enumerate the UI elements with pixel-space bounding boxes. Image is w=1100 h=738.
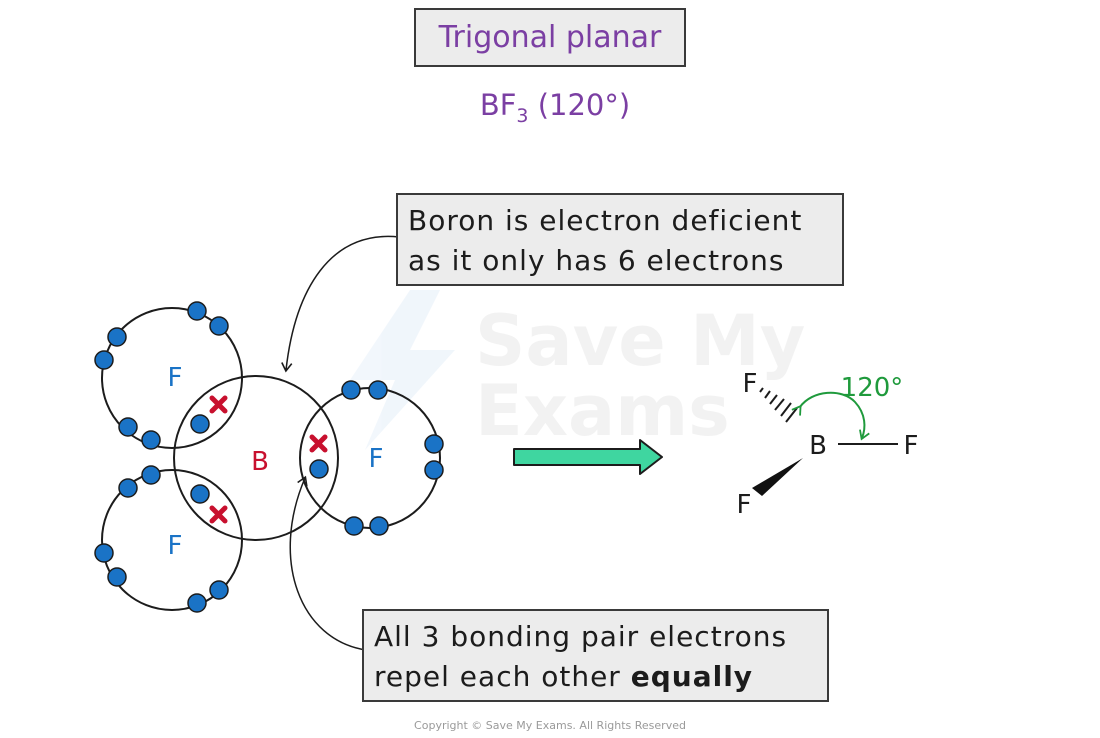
electron-dot xyxy=(424,434,444,454)
structure-atom-top: F xyxy=(743,369,758,399)
fluorine-label-bottom: F xyxy=(168,531,183,561)
electron-dot xyxy=(141,465,161,485)
structure-atom-bottom: F xyxy=(737,490,752,520)
electron-dot xyxy=(107,327,127,347)
watermark-line2: Exams xyxy=(475,370,730,452)
boron-label: B xyxy=(251,447,269,477)
bf3-structure xyxy=(752,387,898,496)
fluorine-label-right: F xyxy=(369,444,384,474)
callout-bottom-line2-prefix: repel each other xyxy=(374,660,631,693)
electron-dot xyxy=(141,430,161,450)
callout-top-line1: Boron is electron deficient xyxy=(408,204,803,237)
formula-subscript: 3 xyxy=(516,104,529,127)
angle-arrow xyxy=(791,391,870,441)
electron-dot xyxy=(309,459,329,479)
cross-icon xyxy=(209,505,228,524)
formula: BF3 (120°) xyxy=(470,88,640,127)
electron-dot xyxy=(190,484,210,504)
electron-dot xyxy=(368,380,388,400)
reaction-arrow xyxy=(513,439,663,475)
title-box: Trigonal planar xyxy=(414,8,686,67)
electron-dot xyxy=(341,380,361,400)
cross-icon xyxy=(309,434,328,453)
callout-bottom-pointer xyxy=(289,475,373,654)
page-title: Trigonal planar xyxy=(438,20,662,55)
solid-wedge-bond xyxy=(752,458,803,496)
copyright-notice: Copyright © Save My Exams. All Rights Re… xyxy=(414,719,686,732)
boron-crosses xyxy=(209,395,328,524)
cross-icon xyxy=(209,395,228,414)
callout-bottom-emphasis: equally xyxy=(630,660,754,693)
fluorine-shell-bottom xyxy=(101,469,243,611)
watermark: Save My Exams xyxy=(350,290,805,452)
electron-dot xyxy=(424,460,444,480)
electron-dot xyxy=(344,516,364,536)
watermark-line1: Save My xyxy=(475,300,805,382)
fluorine-label-top: F xyxy=(168,363,183,393)
callout-top-line2: as it only has 6 electrons xyxy=(408,244,785,277)
formula-main: BF xyxy=(479,88,517,122)
electron-dots xyxy=(94,301,444,613)
electron-dot xyxy=(107,567,127,587)
electron-dot xyxy=(187,301,207,321)
electron-dot xyxy=(187,593,207,613)
electron-dot xyxy=(118,478,138,498)
callout-bottom: All 3 bonding pair electrons repel each … xyxy=(362,609,829,702)
electron-dot xyxy=(118,417,138,437)
hashed-wedge-bond xyxy=(759,387,798,423)
electron-dot xyxy=(190,414,210,434)
electron-dot xyxy=(209,316,229,336)
structure-angle-label: 120° xyxy=(841,373,904,403)
fluorine-shell-top xyxy=(101,307,243,449)
electron-dot xyxy=(94,350,114,370)
electron-dot xyxy=(369,516,389,536)
electron-dot xyxy=(209,580,229,600)
electron-dot xyxy=(94,543,114,563)
formula-angle: (120°) xyxy=(537,88,631,122)
callout-bottom-line1: All 3 bonding pair electrons xyxy=(374,620,788,653)
callout-top: Boron is electron deficient as it only h… xyxy=(396,193,844,286)
boron-shell xyxy=(173,375,339,541)
structure-atom-right: F xyxy=(904,431,919,461)
callout-bottom-line2: repel each other equally xyxy=(374,657,817,697)
structure-central-atom: B xyxy=(809,431,827,461)
